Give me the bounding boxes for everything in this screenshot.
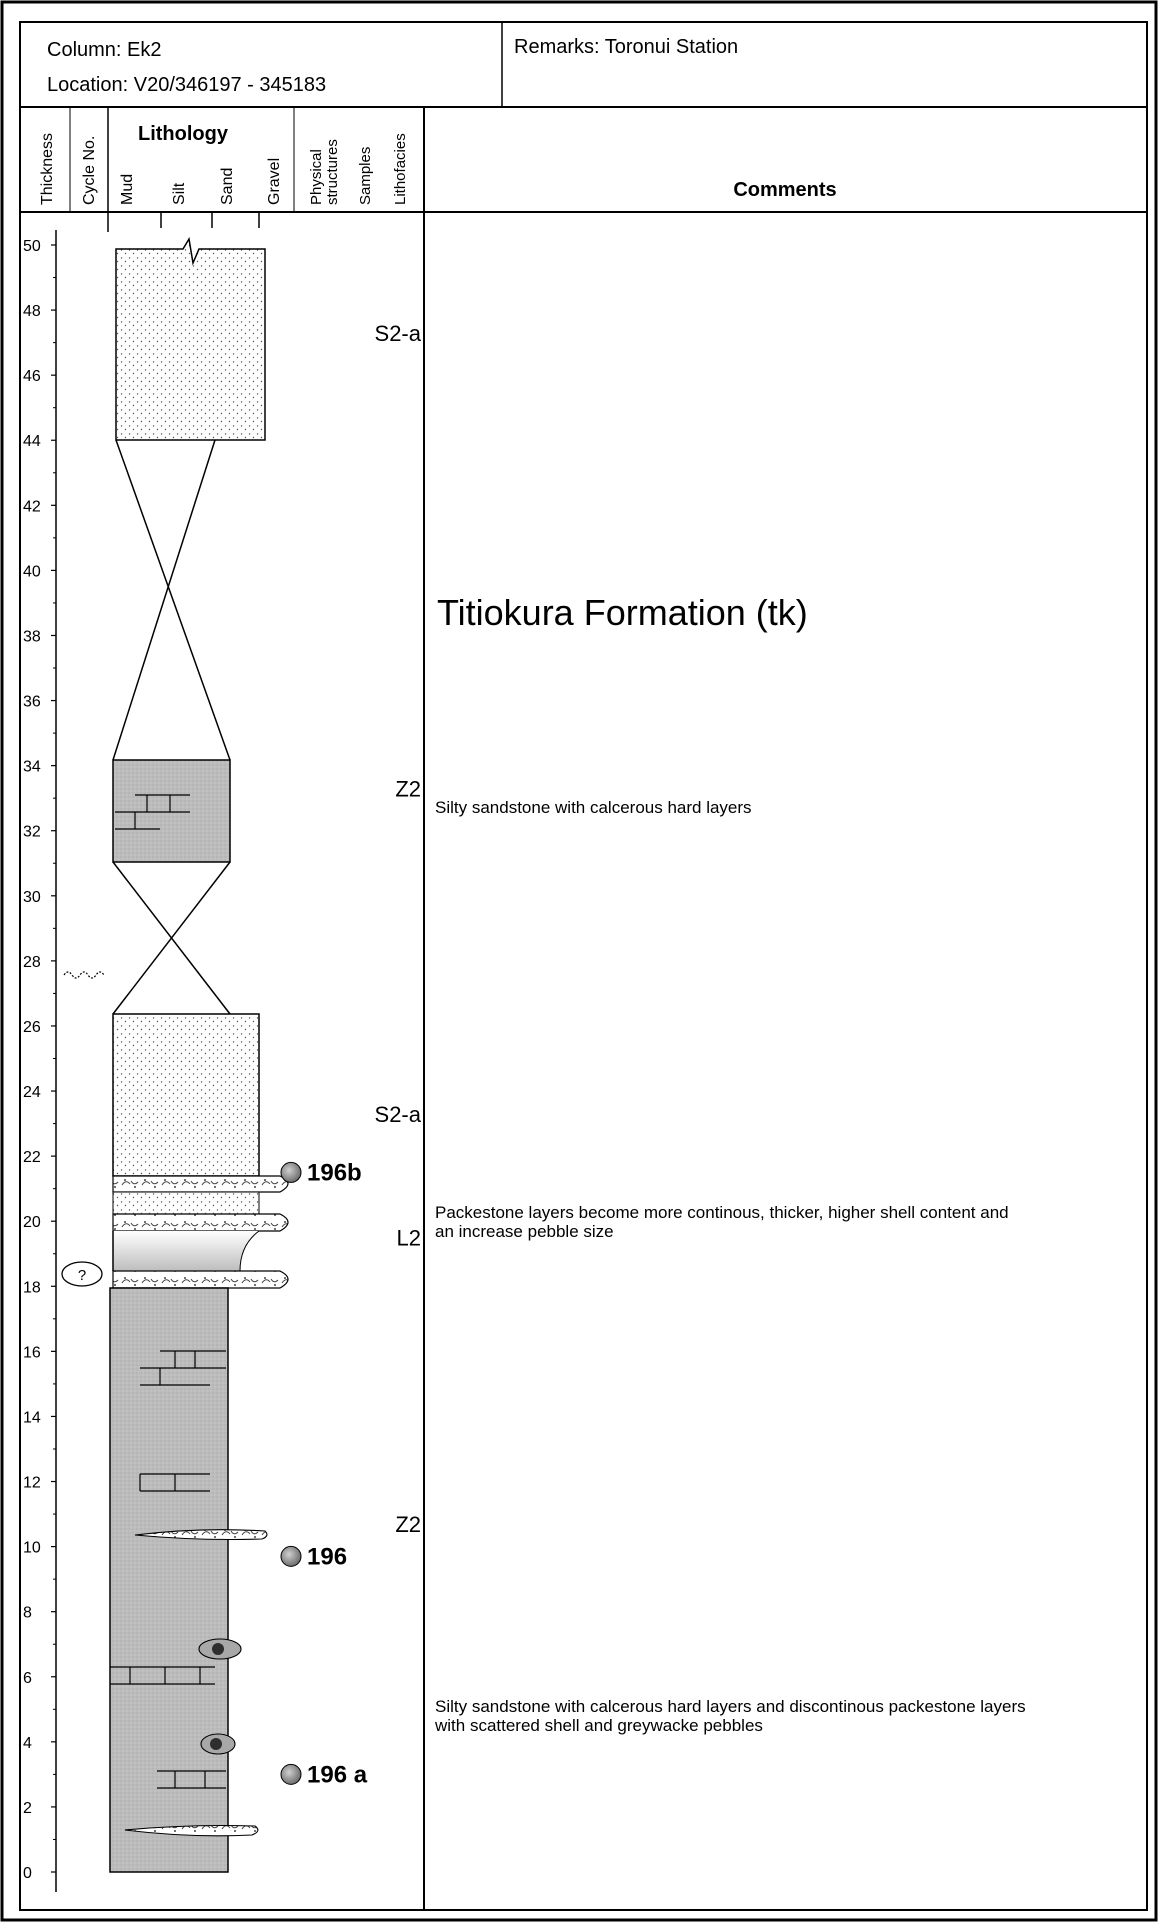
scale-label: 2 (23, 1800, 32, 1817)
covered-interval-upper (112, 439, 231, 761)
scale-label: 24 (23, 1084, 41, 1101)
sample-dot (280, 1545, 302, 1567)
sample-label: 196 a (307, 1761, 368, 1788)
comment-silty-sandstone: Silty sandstone with calcerous hard laye… (435, 798, 752, 817)
comment-lower-line1: Silty sandstone with calcerous hard laye… (435, 1697, 1026, 1716)
limestone-symbol-lower (110, 1350, 226, 1789)
scale-label: 14 (23, 1409, 41, 1426)
formation-name: Titiokura Formation (tk) (437, 592, 808, 633)
unconformity-mark (63, 971, 105, 979)
column-id: Column: Ek2 (47, 39, 162, 61)
sample-marker: 196 (280, 1543, 347, 1570)
header-mud: Mud (119, 174, 136, 205)
scale-label: 32 (23, 824, 41, 841)
lithofacies-label: L2 (397, 1225, 421, 1250)
header-silt: Silt (171, 182, 188, 205)
samples: 196b 196 196 a (280, 1159, 368, 1788)
scale-label: 6 (23, 1670, 32, 1687)
header-sand: Sand (219, 168, 236, 205)
comment-packestone-line1: Packestone layers become more continous,… (435, 1203, 1009, 1222)
scale-label: 44 (23, 433, 41, 450)
sand-between-1 (112, 1191, 260, 1215)
scale-label: 12 (23, 1475, 41, 1492)
scale-label: 28 (23, 954, 41, 971)
scale-label: 38 (23, 628, 41, 645)
header-physical: Physical (308, 149, 325, 205)
limestone-symbol (115, 794, 190, 830)
packstone-layer-2 (112, 1213, 289, 1232)
scale-label: 0 (23, 1865, 32, 1882)
sample-dot (280, 1763, 302, 1785)
scale-label: 16 (23, 1344, 41, 1361)
lithofacies-label: S2-a (375, 321, 422, 346)
scale-label: 8 (23, 1605, 32, 1622)
sample-label: 196 (307, 1543, 347, 1570)
header-gravel: Gravel (266, 158, 283, 205)
scale-label: 22 (23, 1149, 41, 1166)
packstone-layer-3 (112, 1270, 289, 1289)
lithofacies-label: Z2 (395, 1512, 421, 1537)
sample-dot (280, 1161, 302, 1183)
sand-bed-lower (112, 1013, 260, 1177)
scale-label: 18 (23, 1279, 41, 1296)
scale-label: 42 (23, 498, 41, 515)
transition-zone (113, 1231, 259, 1271)
scale-label: 50 (23, 238, 41, 255)
scale-label: 10 (23, 1540, 41, 1557)
scale-label: 46 (23, 368, 41, 385)
header-lithofacies: Lithofacies (392, 133, 409, 205)
cycle-marker-label: ? (78, 1267, 86, 1284)
scale-label: 20 (23, 1214, 41, 1231)
sand-bed-upper (115, 236, 266, 441)
comment-packestone-line2: an increase pebble size (435, 1222, 614, 1241)
remarks-text: Remarks: Toronui Station (514, 36, 738, 58)
scale-label: 26 (23, 1019, 41, 1036)
scale-label: 40 (23, 563, 41, 580)
scale-label: 34 (23, 759, 41, 776)
location-text: Location: V20/346197 - 345183 (47, 74, 326, 96)
packstone-lens-lower (124, 1824, 259, 1837)
pebble-nodule-lower (200, 1733, 236, 1755)
lithofacies-labels: S2-a Z2 S2-a L2 Z2 (375, 321, 422, 1537)
scale-label: 48 (23, 303, 41, 320)
sample-marker: 196b (280, 1159, 362, 1186)
header-cycle-no: Cycle No. (81, 136, 98, 205)
pebble-nodule-upper (198, 1638, 242, 1660)
scale-label: 36 (23, 694, 41, 711)
covered-interval-lower (112, 861, 231, 1015)
inner-frame (19, 21, 1148, 1911)
packstone-lens-upper (134, 1529, 268, 1541)
lithofacies-label: Z2 (395, 776, 421, 801)
comment-lower-line2: with scattered shell and greywacke pebbl… (434, 1716, 763, 1735)
header-thickness: Thickness (39, 133, 56, 205)
lithology-column (109, 236, 289, 1873)
header-samples: Samples (357, 147, 374, 205)
thickness-scale: 0246810121416182022242628303234363840424… (23, 230, 57, 1892)
scale-label: 30 (23, 889, 41, 906)
mud-bed-lower (109, 1287, 229, 1873)
lithofacies-label: S2-a (375, 1102, 422, 1127)
sample-label: 196b (307, 1159, 362, 1186)
calcareous-bed (112, 759, 231, 863)
header-lithology: Lithology (138, 123, 229, 145)
scale-label: 4 (23, 1735, 32, 1752)
sample-marker: 196 a (280, 1761, 368, 1788)
packstone-layer-1 (112, 1175, 289, 1193)
header-structures: structures (324, 139, 341, 205)
cycle-marker (61, 1261, 103, 1287)
header-comments: Comments (733, 179, 836, 201)
